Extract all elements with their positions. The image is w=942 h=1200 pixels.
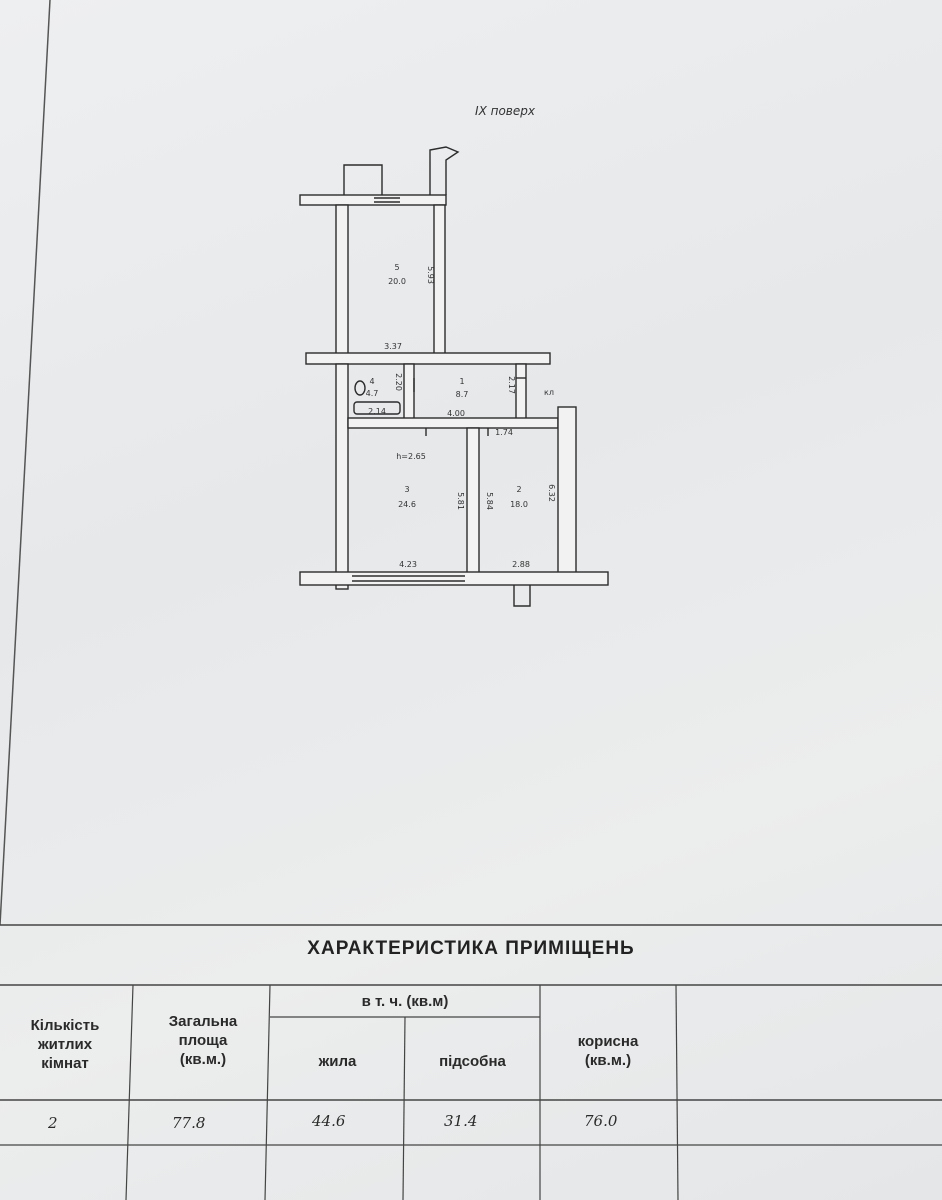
dimension-label: 5.84 bbox=[485, 492, 494, 510]
total-area-header: Загальна площа (кв.м.) bbox=[168, 1013, 238, 1068]
dimension-label: 5.81 bbox=[456, 492, 465, 510]
dimension-label: 3.37 bbox=[384, 342, 402, 351]
dimension-label: 2.88 bbox=[512, 560, 530, 569]
dimension-label: 4.00 bbox=[447, 409, 465, 418]
floor-label: IX поверх bbox=[475, 104, 536, 118]
including-header: в т. ч. (кв.м) bbox=[361, 993, 449, 1010]
living-area-value: 44.6 bbox=[312, 1112, 346, 1130]
useful-area-header: корисна (кв.м.) bbox=[577, 1033, 639, 1069]
room-area: 24.6 bbox=[398, 500, 416, 509]
room-area: 20.0 bbox=[388, 277, 406, 286]
dimension-label: 1.74 bbox=[495, 428, 513, 437]
table-title: ХАРАКТЕРИСТИКА ПРИМІЩЕНЬ bbox=[307, 938, 635, 959]
rooms-count-header: Кількість житлих кімнат bbox=[30, 1017, 100, 1072]
dimension-label: 5.93 bbox=[426, 266, 435, 284]
room-area: 4.7 bbox=[366, 389, 379, 398]
total-area-value: 77.8 bbox=[172, 1114, 206, 1132]
dimension-label: h=2.65 bbox=[396, 452, 426, 461]
dimension-label: 2.14 bbox=[368, 407, 386, 416]
dimension-label: 6.32 bbox=[547, 484, 556, 502]
dimension-label: 2.20 bbox=[394, 373, 403, 391]
room-area: 18.0 bbox=[510, 500, 528, 509]
room-number: 2 bbox=[516, 485, 521, 494]
dimension-label: 2.17 bbox=[507, 376, 516, 394]
room-number: 3 bbox=[404, 485, 409, 494]
auxiliary-header: підсобна bbox=[439, 1053, 506, 1070]
floor-plan: IX поверх 5 20.0 4 4.7 1 8.7 3 24.6 2 18… bbox=[299, 104, 609, 607]
ventilation-mark: кл bbox=[544, 388, 554, 397]
useful-area-value: 76.0 bbox=[584, 1112, 618, 1130]
living-header: жила bbox=[318, 1053, 357, 1070]
room-number: 5 bbox=[394, 263, 399, 272]
room-number: 4 bbox=[369, 377, 374, 386]
rooms-count-value: 2 bbox=[48, 1114, 58, 1132]
room-area: 8.7 bbox=[456, 390, 469, 399]
dimension-label: 4.23 bbox=[399, 560, 417, 569]
room-number: 1 bbox=[459, 377, 464, 386]
auxiliary-area-value: 31.4 bbox=[444, 1112, 478, 1130]
